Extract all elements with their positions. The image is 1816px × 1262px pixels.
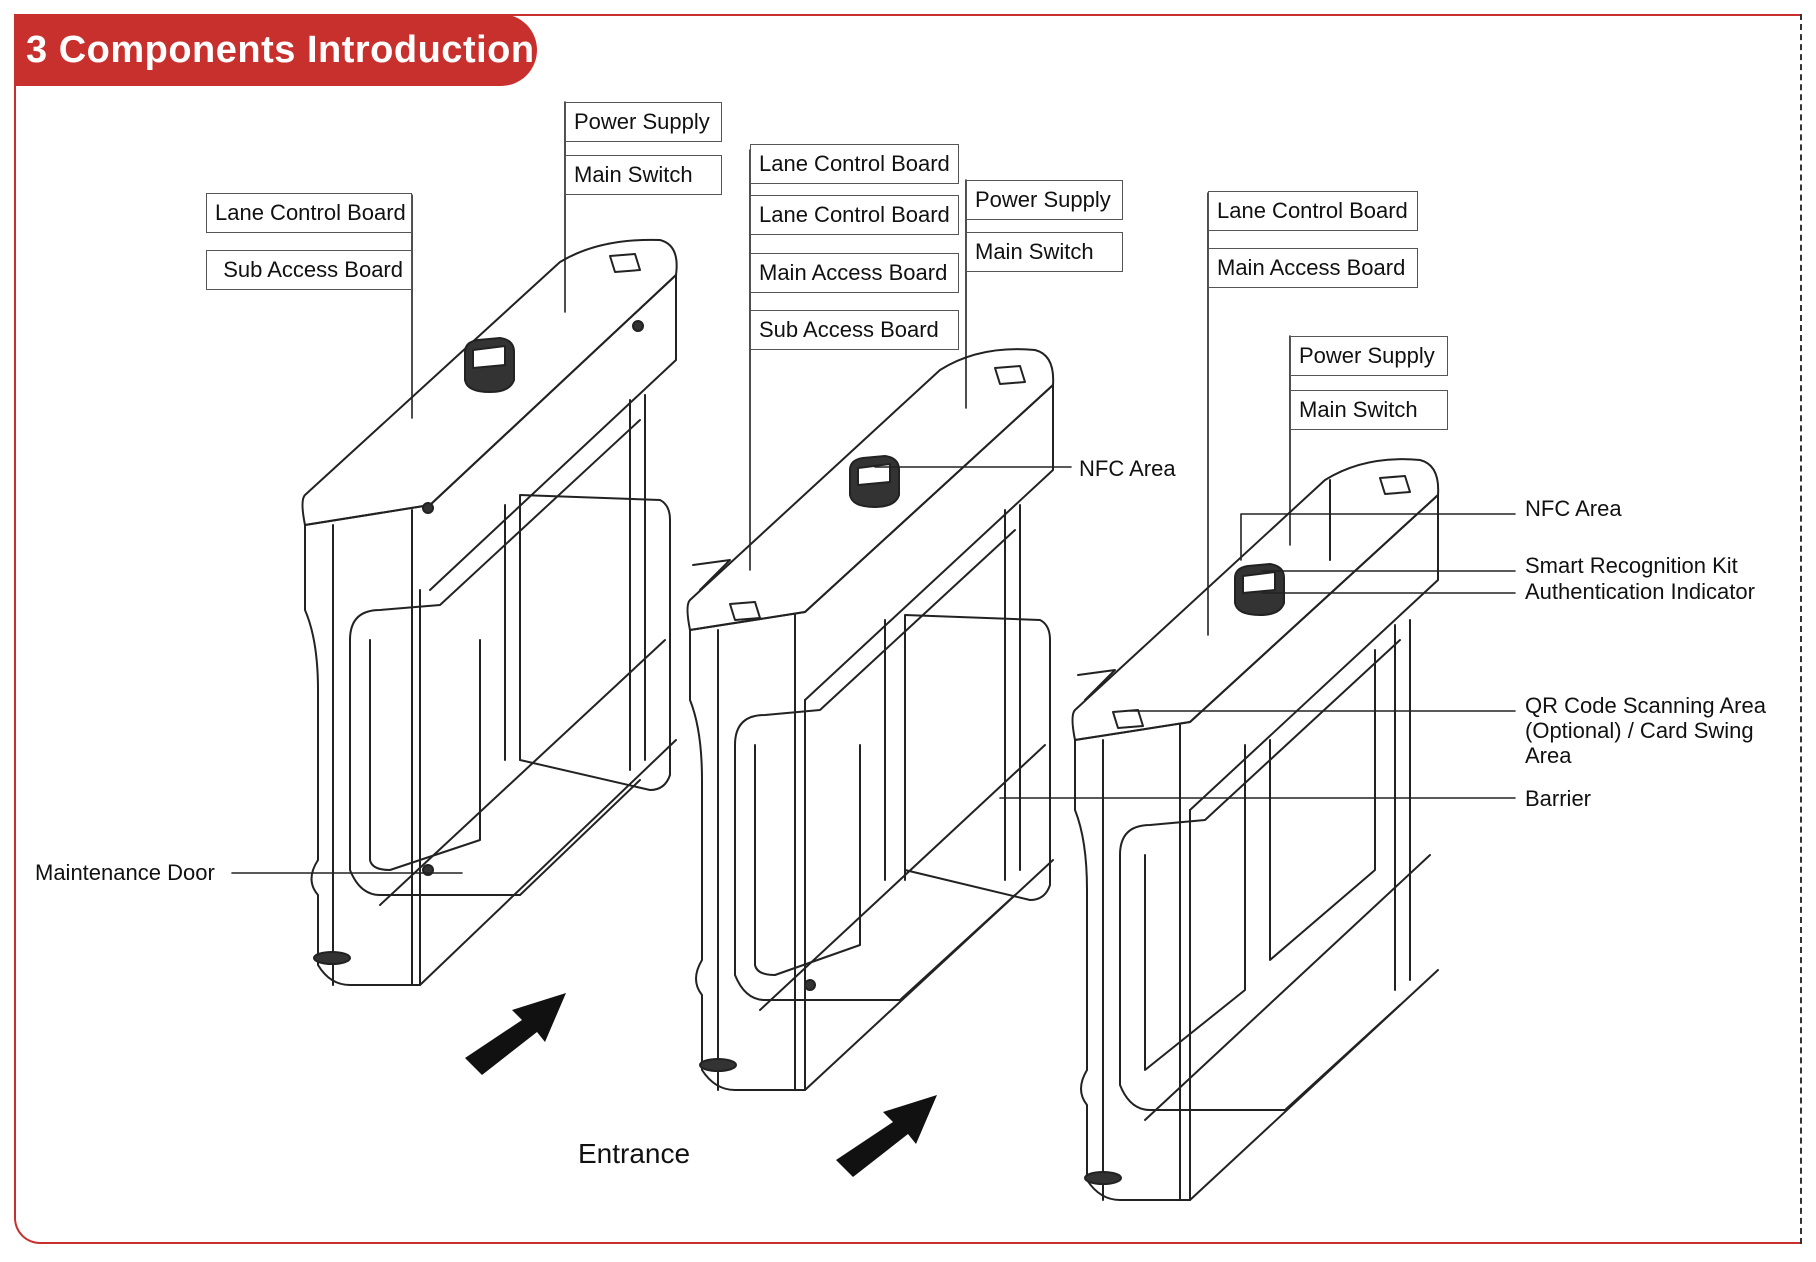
page-frame-dashed-edge [1800,14,1802,1244]
maintenance-door-callout: Maintenance Door [35,860,215,885]
middle-main-access-board-label: Main Access Board [750,253,959,293]
smart-recognition-kit-callout: Smart Recognition Kit [1525,553,1738,578]
middle-main-switch-label: Main Switch [966,232,1123,272]
left-lane-control-board-label: Lane Control Board [206,193,412,233]
section-title: 3 Components Introduction [26,28,535,71]
barrier-callout: Barrier [1525,786,1592,811]
qr-code-area-callout: QR Code Scanning Area (Optional) / Card … [1525,693,1766,768]
middle-sub-access-board-label: Sub Access Board [750,310,959,350]
right-main-access-board-label: Main Access Board [1208,248,1418,288]
section-title-tab: 3 Components Introduction [14,14,537,86]
middle-lane-control-board-label-2: Lane Control Board [750,195,959,235]
middle-lane-control-board-label-1: Lane Control Board [750,144,959,184]
entrance-label: Entrance [578,1138,691,1169]
right-lane-control-board-label: Lane Control Board [1208,191,1418,231]
left-sub-access-board-label: Sub Access Board [206,250,412,290]
entrance-arrows [465,993,937,1177]
right-power-supply-label: Power Supply [1290,336,1448,376]
left-power-supply-label: Power Supply [565,102,722,142]
right-nfc-area-callout: NFC Area [1525,496,1622,521]
page-frame [14,14,1800,1244]
right-main-switch-label: Main Switch [1290,390,1448,430]
authentication-indicator-callout: Authentication Indicator [1525,579,1755,604]
middle-power-supply-label: Power Supply [966,180,1123,220]
left-turnstile-unit [301,238,678,986]
middle-turnstile-unit [686,348,1055,1091]
right-turnstile-unit [1071,458,1440,1201]
middle-nfc-area-callout: NFC Area [1079,456,1176,481]
left-main-switch-label: Main Switch [565,155,722,195]
